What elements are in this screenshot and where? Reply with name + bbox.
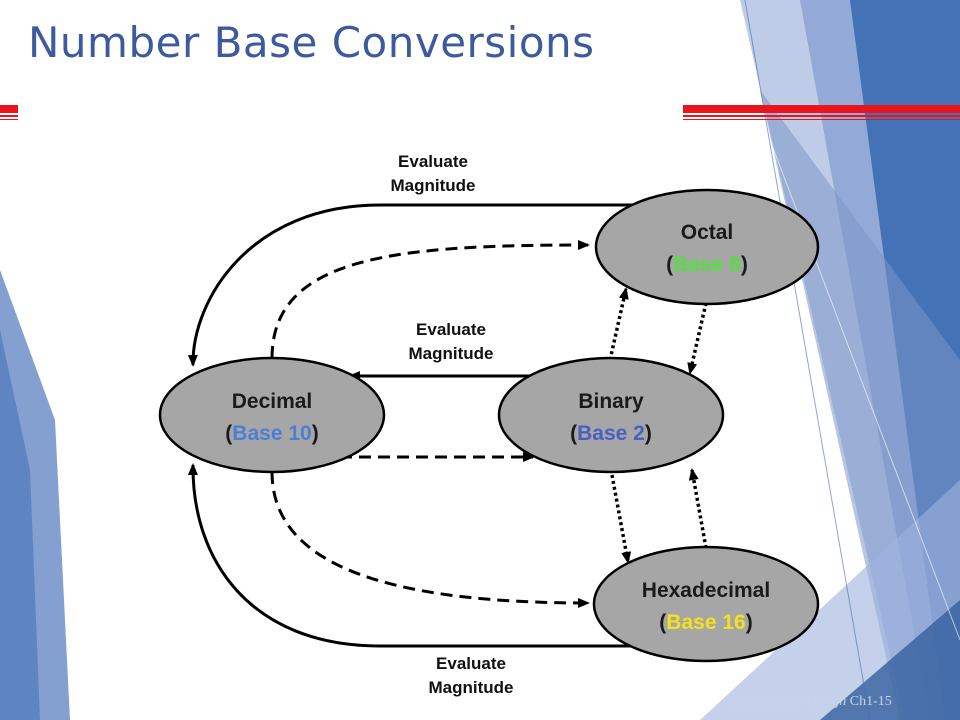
edge-label-bottom-2: Magnitude (429, 678, 514, 697)
node-octal-base: (Base 8) (666, 253, 748, 276)
edge-octal-to-binary (687, 302, 708, 375)
slide-title: Number Base Conversions (28, 18, 595, 67)
node-hexadecimal: Hexadecimal (Base 16) (592, 545, 820, 663)
node-decimal-base-value: Base 10 (232, 422, 311, 445)
edge-octal-to-decimal (187, 203, 632, 367)
node-decimal-name: Decimal (232, 390, 313, 413)
edge-hex-to-decimal (187, 463, 632, 648)
node-octal-base-value: Base 8 (673, 253, 741, 276)
node-binary-base-value: Base 2 (577, 422, 645, 445)
node-octal-name: Octal (681, 221, 734, 244)
node-binary-name: Binary (578, 390, 644, 413)
slide-footer: Digital Logic Design Ch1-15 (728, 694, 892, 710)
edge-binary-to-octal (608, 287, 629, 361)
footer-course: Digital Logic Design (728, 694, 847, 709)
edge-hex-to-binary (688, 468, 708, 549)
edge-label-middle-1: Evaluate (416, 320, 486, 339)
footer-page: Ch1-15 (849, 694, 892, 709)
edge-decimal-to-hex (270, 471, 590, 608)
red-separator-left (0, 105, 18, 120)
red-separator-right (683, 105, 960, 120)
node-octal: Octal (Base 8) (594, 188, 820, 306)
edge-label-top-1: Evaluate (398, 152, 468, 171)
edge-binary-to-hex (610, 474, 632, 564)
node-hex-name: Hexadecimal (642, 579, 770, 602)
edge-label-middle-2: Magnitude (409, 344, 494, 363)
node-decimal: Decimal (Base 10) (158, 356, 386, 474)
node-decimal-base: (Base 10) (225, 422, 318, 445)
edge-decimal-to-octal (270, 240, 590, 359)
node-binary-base: (Base 2) (570, 422, 652, 445)
edge-label-bottom-1: Evaluate (436, 654, 506, 673)
node-hex-base-value: Base 16 (666, 611, 745, 634)
node-hex-base: (Base 16) (659, 611, 752, 634)
node-binary: Binary (Base 2) (497, 356, 725, 474)
edge-label-top-2: Magnitude (391, 176, 476, 195)
